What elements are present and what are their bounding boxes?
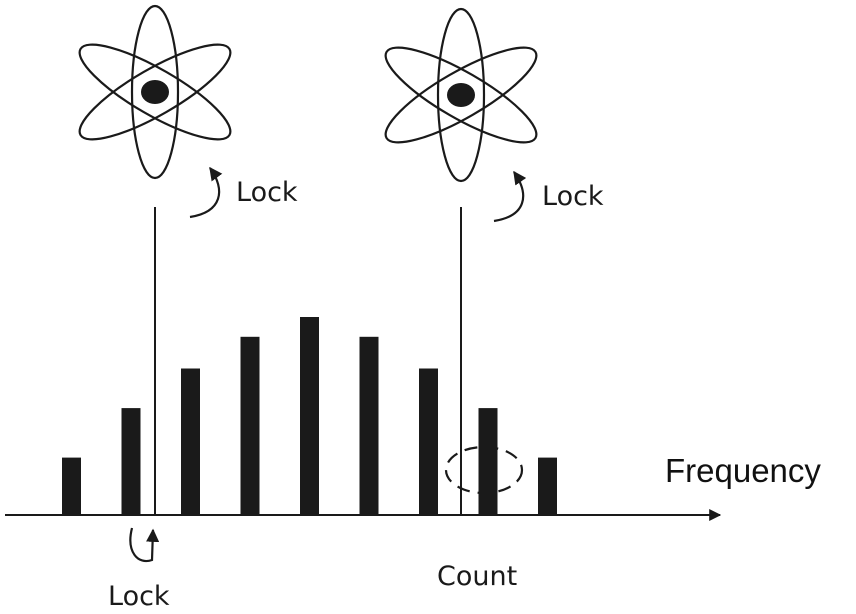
count-label: Count [437,561,517,592]
comb-tooth [240,336,260,515]
comb-tooth [62,457,81,515]
atom-icon [384,7,538,183]
comb-tooth [419,368,438,515]
atom-icon [78,4,232,180]
curved-arrow-icon [189,166,223,219]
comb-tooth [359,336,379,515]
comb-tooth [478,408,498,515]
dashed-ellipse-icon [444,445,524,495]
comb-tooth [538,457,557,515]
frequency-axis-label: Frequency [665,452,821,489]
comb-tooth [121,408,141,515]
curved-arrow-icon [129,527,160,563]
lock-label-atom-2: Lock [542,181,604,212]
comb-tooth [300,317,319,515]
curved-arrow-icon [493,170,527,223]
lock-label-bottom: Lock [108,581,170,612]
comb-teeth [62,317,557,515]
comb-tooth [181,368,200,515]
lock-label-atom-1: Lock [236,177,298,208]
